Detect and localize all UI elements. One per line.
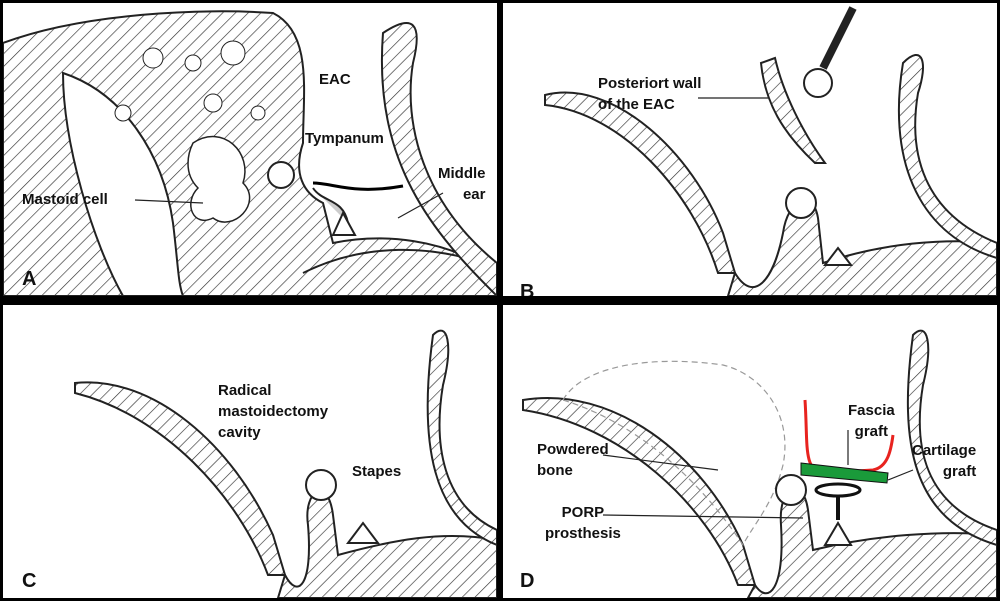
label-cartilage-graft: Cartilage graft — [912, 442, 977, 480]
label-fascia-graft: Fascia graft — [848, 402, 895, 440]
panel-c-shapes — [74, 329, 497, 598]
cartilage-graft — [800, 462, 889, 484]
panel-a: EAC Tympanum Middle ear Mastoid cell A — [3, 3, 497, 296]
label-eac: EAC — [319, 71, 351, 88]
panel-letter-d: D — [520, 570, 535, 592]
panel-a-drawing — [3, 10, 497, 296]
panel-letter-a: A — [22, 268, 37, 290]
panel-letter-b: B — [520, 281, 535, 296]
label-mastoid-cell: Mastoid cell — [22, 191, 108, 208]
panel-d: Fascia graft Cartilage graft Powdered bo… — [503, 305, 997, 598]
panel-b: Posteriort wall of the EAC B — [503, 3, 997, 296]
label-posterior-wall: Posteriort wall of the EAC — [598, 75, 702, 113]
label-cavity: Radical mastoidectomy cavity — [218, 382, 329, 441]
panel-c: Radical mastoidectomy cavity Stapes C — [3, 305, 497, 598]
label-porp-prosthesis: PORP prosthesis — [545, 504, 621, 542]
panel-letter-c: C — [22, 570, 37, 592]
panel-b-drawing — [544, 6, 997, 296]
drill-icon — [803, 6, 857, 98]
label-powdered-bone: Powdered bone — [537, 441, 609, 479]
panel-d-drawing — [522, 329, 997, 598]
label-tympanum: Tympanum — [305, 130, 384, 147]
label-stapes: Stapes — [352, 463, 402, 480]
label-middle-ear: Middle ear — [438, 165, 486, 203]
